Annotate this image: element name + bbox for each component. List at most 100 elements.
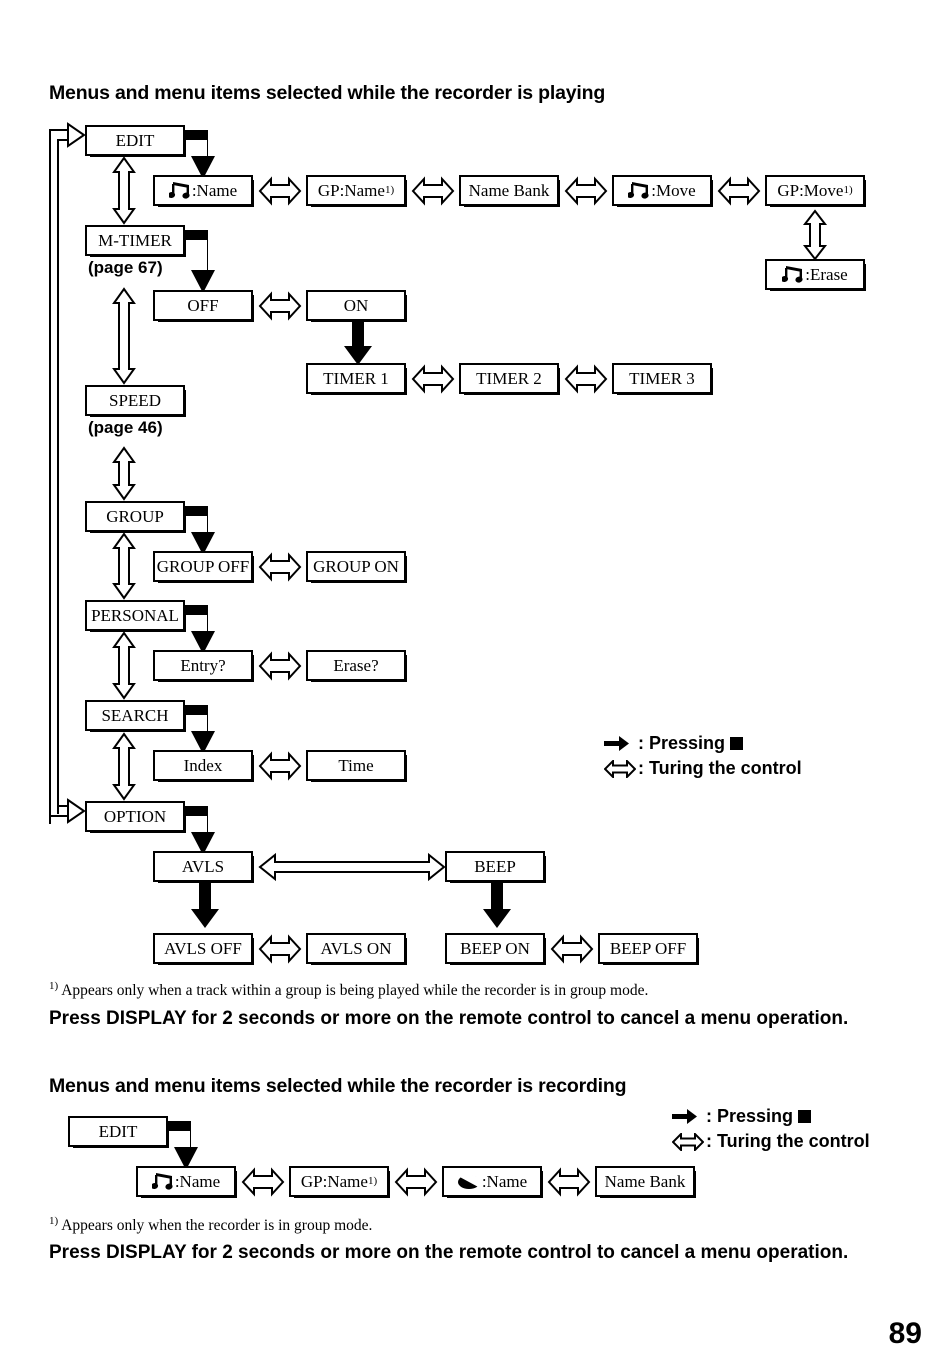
menu-box-personal[interactable]: PERSONAL [85, 600, 186, 632]
edit-item-group-name-label: GP:Name [317, 181, 385, 200]
turn-arrow-rec-2 [394, 1167, 438, 1197]
mtimer-item-on[interactable]: ON [306, 290, 407, 322]
mtimer-item-off[interactable]: OFF [153, 290, 254, 322]
avls-item-on-label: AVLS ON [320, 939, 392, 958]
turn-arrow-timer-1-2 [411, 364, 455, 394]
vertical-arrow-edit-mtimer [110, 156, 138, 225]
menu-box-edit[interactable]: EDIT [85, 125, 186, 157]
beep-item-on[interactable]: BEEP ON [445, 933, 546, 965]
footnote-marker-recording: 1) [49, 1215, 59, 1227]
legend-row-turning: : Turing the control [604, 756, 802, 781]
music-note-icon [782, 266, 804, 283]
menu-box-search[interactable]: SEARCH [85, 700, 186, 732]
avls-item-off[interactable]: AVLS OFF [153, 933, 254, 965]
personal-item-entry[interactable]: Entry? [153, 650, 254, 682]
edit-item-name-bank[interactable]: Name Bank [459, 175, 560, 207]
note-playing: Press DISPLAY for 2 seconds or more on t… [49, 1008, 849, 1029]
edit-item-track-move[interactable]: :Move [612, 175, 713, 207]
menu-box-group[interactable]: GROUP [85, 501, 186, 533]
double-headed-outline-arrow-icon [604, 759, 638, 778]
search-item-index[interactable]: Index [153, 750, 254, 782]
rec-edit-item-name-bank-label: Name Bank [604, 1172, 686, 1191]
turn-arrow-avls [258, 934, 302, 964]
option-item-avls[interactable]: AVLS [153, 851, 254, 883]
menu-box-speed-label: SPEED [109, 391, 161, 410]
legend-turning-label: : Turing the control [638, 758, 802, 778]
mtimer-item-on-label: ON [343, 296, 369, 315]
press-arrow-on-to-timer [343, 320, 373, 366]
group-item-off-label: GROUP OFF [156, 557, 250, 576]
page-ref-speed: (page 46) [88, 418, 163, 437]
footnote-recording: 1) Appears only when the recorder is in … [49, 1212, 372, 1235]
edit-item-track-name[interactable]: :Name [153, 175, 254, 207]
personal-item-entry-label: Entry? [180, 656, 226, 675]
edit-item-group-move-footnote-marker: 1) [843, 184, 853, 196]
loop-connector-option-to-edit [44, 122, 104, 824]
rec-edit-item-track-name[interactable]: :Name [136, 1166, 237, 1198]
search-item-index-label: Index [183, 756, 223, 775]
menu-box-edit-recording-label: EDIT [98, 1122, 138, 1141]
menu-box-m-timer[interactable]: M-TIMER [85, 225, 186, 257]
solid-right-arrow-icon [672, 1109, 706, 1124]
turn-arrow-4 [717, 176, 761, 206]
search-item-time[interactable]: Time [306, 750, 407, 782]
menu-box-edit-recording[interactable]: EDIT [68, 1116, 169, 1148]
beep-item-off[interactable]: BEEP OFF [598, 933, 699, 965]
timer-item-2-label: TIMER 2 [476, 369, 542, 388]
option-item-beep[interactable]: BEEP [445, 851, 546, 883]
page-number: 89 [888, 1317, 922, 1350]
rec-edit-item-disc-name[interactable]: :Name [442, 1166, 543, 1198]
press-arrow-avls [190, 881, 220, 929]
double-headed-outline-arrow-icon [672, 1132, 706, 1151]
footnote-recording-text: Appears only when the recorder is in gro… [61, 1217, 373, 1235]
timer-item-1-label: TIMER 1 [323, 369, 389, 388]
group-item-off[interactable]: GROUP OFF [153, 551, 254, 583]
turn-arrow-avls-beep-long [258, 852, 446, 882]
timer-item-3[interactable]: TIMER 3 [612, 363, 713, 395]
timer-item-2[interactable]: TIMER 2 [459, 363, 560, 395]
menu-box-edit-label: EDIT [115, 131, 155, 150]
group-item-on-label: GROUP ON [313, 557, 399, 576]
note-recording: Press DISPLAY for 2 seconds or more on t… [49, 1242, 849, 1263]
legend-recording: : Pressing : Turing the control [672, 1104, 870, 1154]
menu-box-option[interactable]: OPTION [85, 801, 186, 833]
beep-item-on-label: BEEP ON [460, 939, 530, 958]
vertical-turn-arrow-move-erase [801, 209, 829, 261]
legend-turning-label-recording: : Turing the control [706, 1131, 870, 1151]
press-arrow-edit [182, 128, 230, 180]
legend-pressing-label-recording: : Pressing [706, 1106, 794, 1126]
footnote-playing-text: Appears only when a track within a group… [61, 982, 649, 1000]
turn-arrow-rec-3 [547, 1167, 591, 1197]
legend-row-pressing-recording: : Pressing [672, 1104, 870, 1129]
personal-item-erase[interactable]: Erase? [306, 650, 407, 682]
menu-box-personal-label: PERSONAL [91, 606, 179, 625]
turn-arrow-2 [411, 176, 455, 206]
vertical-arrow-speed-group [110, 446, 138, 501]
option-item-avls-label: AVLS [181, 857, 225, 876]
group-item-on[interactable]: GROUP ON [306, 551, 407, 583]
page-ref-m-timer: (page 67) [88, 258, 163, 277]
turn-arrow-mtimer [258, 291, 302, 321]
personal-item-erase-label: Erase? [333, 656, 379, 675]
timer-item-1[interactable]: TIMER 1 [306, 363, 407, 395]
footnote-playing: 1) Appears only when a track within a gr… [49, 977, 648, 1000]
legend-pressing-label: : Pressing [638, 733, 726, 753]
avls-item-on[interactable]: AVLS ON [306, 933, 407, 965]
turn-arrow-1 [258, 176, 302, 206]
rec-edit-item-group-name-footnote-marker: 1) [367, 1175, 378, 1187]
vertical-arrow-mtimer-speed [110, 287, 138, 385]
turn-arrow-beep [550, 934, 594, 964]
rec-edit-item-name-bank[interactable]: Name Bank [595, 1166, 696, 1198]
press-arrow-edit-recording [165, 1119, 213, 1171]
vertical-arrow-search-option [110, 732, 138, 801]
turn-arrow-timer-2-3 [564, 364, 608, 394]
menu-box-speed[interactable]: SPEED [85, 385, 186, 417]
menu-box-search-label: SEARCH [101, 706, 169, 725]
edit-item-name-bank-label: Name Bank [468, 181, 550, 200]
edit-item-track-erase[interactable]: :Erase [765, 259, 866, 291]
music-note-icon [628, 182, 650, 199]
music-note-icon [151, 1173, 174, 1190]
